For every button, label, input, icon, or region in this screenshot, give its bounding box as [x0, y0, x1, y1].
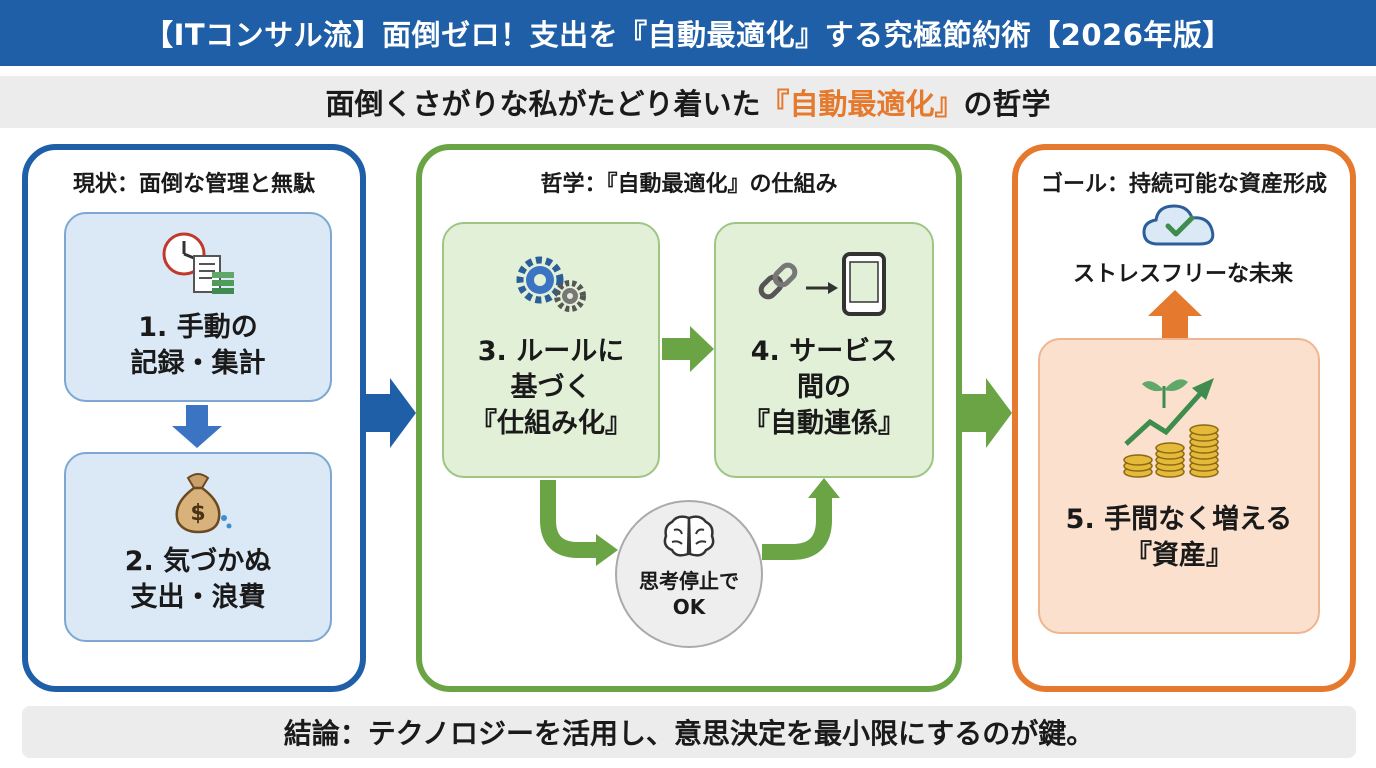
arrow-right-icon — [662, 326, 714, 372]
brain-line2: OK — [672, 595, 706, 619]
clock-document-icon — [162, 232, 234, 294]
arrow-right-icon — [960, 378, 1012, 448]
section-philosophy-title: 哲学：『自動最適化』の仕組み — [540, 172, 838, 197]
step-4-card: 4. サービス 間の 『自動連係』 — [714, 222, 934, 478]
step-1-line2: 記録・集計 — [130, 348, 266, 379]
subtitle-highlight: 『自動最適化』 — [760, 87, 964, 121]
step-5-line2: 『資産』 — [1125, 540, 1233, 571]
step-3-card: 3. ルールに 基づく 『仕組み化』 — [442, 222, 660, 478]
subtitle-after: の哲学 — [963, 87, 1051, 121]
link-phone-icon — [758, 252, 886, 316]
brain-line1: 思考停止で — [639, 569, 739, 593]
curve-arrow-icon — [762, 496, 832, 560]
step-5-line1: 5. 手間なく増える — [1065, 504, 1293, 535]
step-4-line1: 4. サービス — [750, 336, 898, 367]
future-label: ストレスフリーな未来 — [1072, 262, 1293, 287]
step-1-line1: 1. 手動の — [138, 312, 258, 343]
gears-icon — [516, 256, 586, 312]
arrow-down-icon — [172, 405, 222, 448]
section-goal-title: ゴール：持続可能な資産形成 — [1040, 172, 1327, 197]
step-4-line3: 『自動連係』 — [743, 408, 905, 439]
step-3-line2: 基づく — [510, 372, 592, 403]
page-title: 【ITコンサル流】面倒ゼロ！支出を『自動最適化』する究極節約術【2026年版】 — [0, 0, 1376, 66]
curve-arrow-icon — [540, 480, 598, 558]
svg-text:$: $ — [190, 501, 205, 526]
step-1-card: 1. 手動の 記録・集計 — [64, 212, 332, 402]
subtitle-before: 面倒くさがりな私がたどり着いた — [325, 87, 761, 121]
section-current-title: 現状：面倒な管理と無駄 — [72, 172, 315, 197]
growth-coins-icon — [1123, 378, 1219, 478]
step-2-line2: 支出・浪費 — [130, 582, 266, 613]
step-4-line2: 間の — [797, 372, 851, 403]
step-3-line1: 3. ルールに — [477, 336, 625, 367]
brain-icon — [663, 515, 715, 557]
arrow-right-icon — [364, 378, 416, 448]
arrow-up-icon — [1148, 290, 1202, 340]
step-3-line3: 『仕組み化』 — [470, 408, 632, 439]
step-2-line1: 2. 気づかぬ — [124, 546, 272, 577]
cloud-check-icon — [1142, 204, 1215, 246]
money-bag-icon: $ — [175, 473, 232, 534]
subtitle: 面倒くさがりな私がたどり着いた『自動最適化』の哲学 — [0, 76, 1376, 128]
conclusion: 結論：テクノロジーを活用し、意思決定を最小限にするのが鍵。 — [22, 706, 1356, 758]
